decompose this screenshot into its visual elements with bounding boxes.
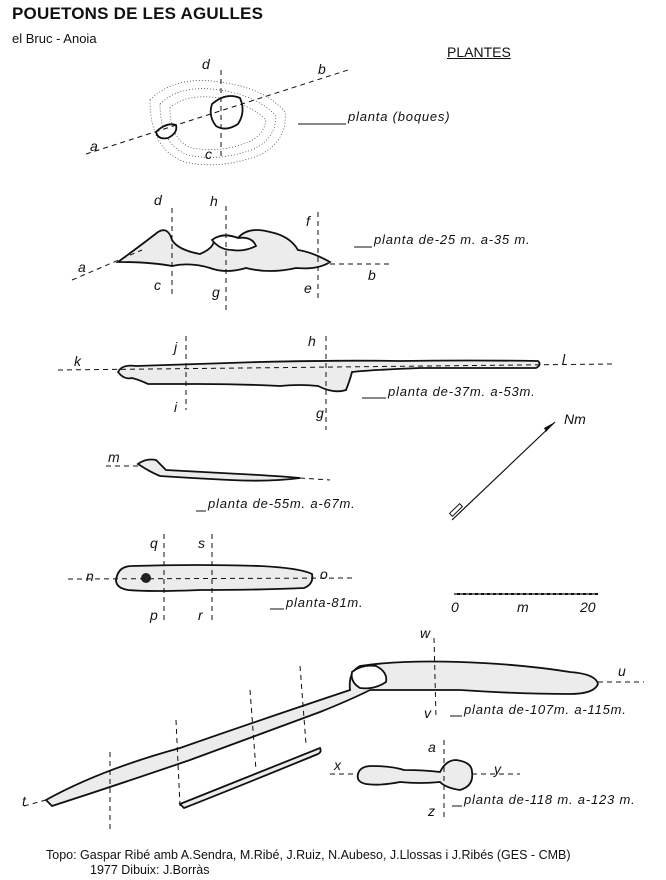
plan-caption-55-67: planta de-55m. a-67m.: [207, 496, 356, 511]
entrance-hole-small: [155, 123, 178, 140]
scale-unit: m: [517, 599, 529, 615]
plan-37-53: g h i j k l planta de-37m. a-53m.: [57, 333, 613, 430]
cut-label-x: x: [333, 757, 342, 773]
cut-label-c: c: [205, 146, 212, 162]
cut-label-a: a: [78, 259, 86, 275]
cut-label-d: d: [202, 56, 211, 72]
cut-label-o: o: [320, 566, 328, 582]
section-line-a-b: [85, 69, 349, 155]
cave-branch-107-115: [178, 746, 322, 810]
plan-caption-107-115: planta de-107m. a-115m.: [463, 702, 627, 717]
entrance-hole-large: [209, 95, 244, 130]
cut-label-b: b: [318, 61, 326, 77]
cut-label-q: q: [150, 535, 158, 551]
plan-caption-boques: planta (boques): [347, 109, 450, 124]
cut-label-y: y: [493, 761, 502, 777]
section-line-k-l: [57, 363, 613, 371]
cut-label-t: t: [22, 793, 27, 809]
cut-label-h: h: [210, 193, 218, 209]
plan-caption-81: planta-81m.: [285, 595, 363, 610]
section-heading: PLANTES: [447, 44, 511, 60]
cave-outline-107-115: [44, 660, 599, 808]
scale-start: 0: [451, 599, 459, 615]
plan-caption-118-123: planta de-118 m. a-123 m.: [463, 792, 636, 807]
plan-118-123: a x y z planta de-118 m. a-123 m.: [330, 739, 636, 820]
cut-label-u: u: [618, 663, 626, 679]
cut-label-j: j: [172, 339, 178, 355]
section-line-a: [71, 249, 143, 281]
section-line-m-end: [299, 477, 331, 481]
cut-label-p: p: [149, 607, 158, 623]
cut-label-r: r: [198, 607, 204, 623]
cut-label-z: z: [427, 803, 435, 819]
cut-label-h: h: [308, 333, 316, 349]
cut-label-g: g: [316, 405, 324, 421]
plan-107-115: t u v w planta de-107m. a-115m.: [22, 625, 644, 830]
cut-label-v: v: [424, 705, 432, 721]
plan-caption-25-35: planta de-25 m. a-35 m.: [373, 232, 530, 247]
cut-label-b: b: [368, 267, 376, 283]
scale-end: 20: [579, 599, 596, 615]
location-subtitle: el Bruc - Anoia: [12, 31, 97, 46]
credits-topo-line: Topo: Gaspar Ribé amb A.Sendra, M.Ribé, …: [46, 848, 571, 862]
cut-label-w: w: [420, 625, 431, 641]
cut-label-k: k: [74, 353, 82, 369]
cave-outline-118-123: [356, 759, 474, 791]
cut-label-a: a: [90, 138, 98, 154]
section-line-n-o: [67, 577, 353, 580]
plan-55-67: m planta de-55m. a-67m.: [106, 449, 356, 512]
cave-outline-55-67: [136, 458, 301, 482]
section-line-a3: [249, 689, 257, 771]
section-line-a4: [299, 665, 307, 745]
plan-81: n o p q r s planta-81m.: [67, 534, 363, 624]
section-line-w-v: [433, 637, 437, 719]
cave-pit-marker: [141, 573, 151, 583]
cut-label-c: c: [154, 277, 161, 293]
cave-hole-107-115: [350, 664, 388, 690]
credits: Topo: Gaspar Ribé amb A.Sendra, M.Ribé, …: [46, 848, 571, 878]
cut-label-g: g: [212, 284, 220, 300]
cut-label-d: d: [154, 192, 163, 208]
cut-label-l: l: [562, 351, 566, 367]
cave-outline-25-35: [115, 229, 332, 272]
credits-drawing-line: 1977 Dibuix: J.Borràs: [90, 863, 210, 877]
north-arrow: Nm: [448, 411, 586, 521]
cut-label-i: i: [174, 399, 178, 415]
diagram-title: POUETONS DE LES AGULLES: [12, 4, 264, 23]
plan-25-35: a b c d e f g h planta de-25 m. a-35 m.: [71, 192, 530, 310]
plan-boques: a b c d planta (boques): [85, 56, 450, 166]
cut-label-n: n: [86, 568, 94, 584]
cave-hole-25-35: [210, 234, 258, 252]
north-label: Nm: [564, 411, 586, 427]
cut-label-e: e: [304, 280, 312, 296]
cut-label-f: f: [306, 213, 312, 229]
cut-label-a: a: [428, 739, 436, 755]
cut-label-s: s: [198, 535, 205, 551]
section-line-t: [23, 799, 47, 807]
cut-label-m: m: [108, 449, 120, 465]
scale-bar: 0 m 20: [451, 593, 598, 615]
plan-caption-37-53: planta de-37m. a-53m.: [387, 384, 536, 399]
